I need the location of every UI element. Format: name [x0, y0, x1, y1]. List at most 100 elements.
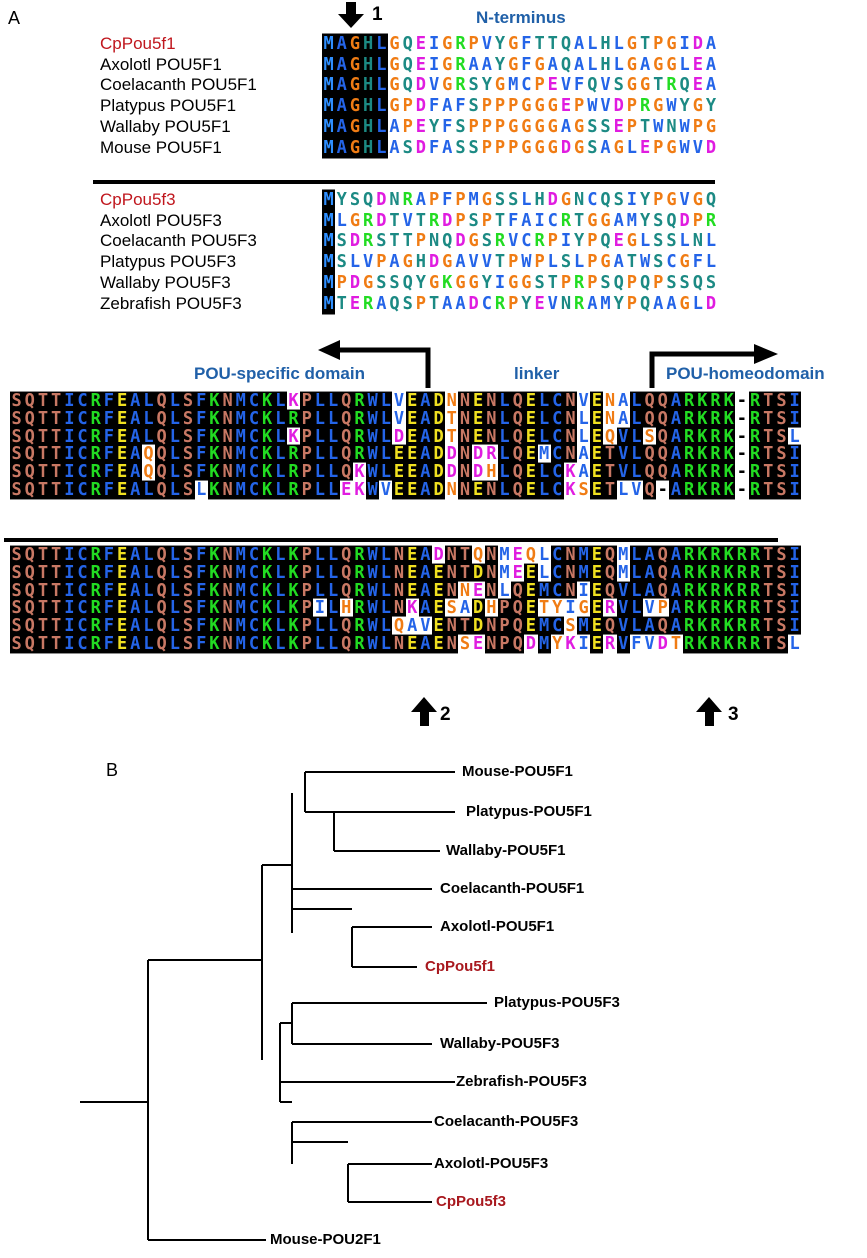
residue: R	[89, 615, 103, 637]
residue: A	[669, 443, 683, 465]
residue: K	[260, 633, 274, 655]
residue: A	[560, 116, 572, 138]
residue: R	[735, 597, 749, 619]
residue: Q	[339, 390, 353, 412]
residue: C	[481, 293, 492, 314]
tree-leaf-label: Platypus-POU5F1	[466, 803, 592, 820]
residue: S	[774, 443, 789, 465]
residue: Q	[389, 293, 400, 314]
residue: S	[774, 461, 789, 483]
residue: F	[442, 116, 453, 138]
residue: K	[260, 390, 274, 412]
residue: R	[89, 479, 103, 501]
residue: L	[194, 479, 208, 501]
residue: K	[260, 597, 274, 619]
residue: Q	[643, 408, 657, 430]
residue: M	[322, 137, 336, 158]
residue: S	[613, 74, 624, 96]
arrow-1-number: 1	[372, 4, 383, 25]
residue: Q	[705, 189, 717, 211]
residue: R	[748, 633, 762, 655]
pou-homeodomain-arrow-line	[649, 351, 754, 388]
residue: M	[234, 580, 248, 602]
residue: A	[643, 615, 657, 637]
residue: E	[415, 33, 427, 55]
tree-leaf-label: Axolotl-POU5F1	[440, 918, 555, 935]
residue: F	[102, 443, 116, 465]
residue: R	[748, 544, 762, 566]
residue: A	[669, 597, 683, 619]
residue: S	[10, 597, 24, 619]
residue: P	[300, 408, 314, 430]
residue: L	[336, 210, 347, 232]
residue: Q	[656, 390, 670, 412]
residue: A	[577, 443, 591, 465]
residue: G	[508, 116, 519, 138]
residue: L	[141, 390, 156, 412]
residue: S	[534, 272, 545, 294]
residue: I	[563, 597, 578, 619]
residue: C	[550, 426, 564, 448]
residue: M	[234, 562, 248, 584]
residue: G	[389, 54, 400, 76]
residue: Q	[339, 408, 353, 430]
residue: F	[455, 95, 466, 117]
residue: H	[484, 461, 498, 483]
residue: L	[141, 615, 156, 637]
residue: G	[626, 33, 638, 55]
residue: L	[379, 408, 393, 430]
residue: W	[366, 633, 380, 655]
species-label: Wallaby POU5F3	[100, 272, 231, 292]
residue: R	[748, 615, 762, 637]
residue: Q	[692, 272, 703, 294]
residue: E	[432, 615, 446, 637]
residue: R	[603, 633, 617, 655]
residue: D	[432, 544, 446, 566]
residue: F	[194, 408, 208, 430]
residue: Y	[574, 230, 585, 252]
residue: N	[221, 633, 235, 655]
residue: F	[102, 426, 116, 448]
residue: R	[682, 461, 696, 483]
residue: A	[418, 580, 432, 602]
residue: I	[788, 615, 802, 637]
residue: C	[75, 544, 90, 566]
residue: A	[335, 33, 349, 55]
residue: H	[600, 33, 611, 55]
residue: L	[168, 461, 182, 483]
residue: Q	[511, 597, 525, 619]
residue: T	[36, 615, 50, 637]
residue: L	[379, 580, 393, 602]
residue: T	[761, 633, 775, 655]
residue: M	[577, 615, 591, 637]
residue: N	[221, 562, 235, 584]
residue: C	[75, 390, 90, 412]
residue: L	[168, 597, 182, 619]
residue: L	[273, 390, 287, 412]
residue: L	[141, 633, 156, 655]
residue: S	[181, 544, 195, 566]
residue: Q	[402, 54, 413, 76]
residue: R	[708, 408, 723, 430]
residue: A	[128, 544, 142, 566]
species-label: Coelacanth POU5F1	[100, 75, 257, 95]
residue: I	[560, 230, 572, 252]
residue: D	[415, 74, 427, 96]
residue: Y	[494, 54, 506, 76]
residue: V	[643, 633, 657, 655]
residue: R	[455, 54, 466, 76]
residue: S	[577, 479, 591, 501]
residue: P	[300, 461, 314, 483]
residue: Q	[639, 272, 651, 294]
residue: V	[692, 137, 703, 158]
residue: N	[563, 390, 578, 412]
residue: S	[181, 597, 195, 619]
residue: Q	[155, 461, 169, 483]
residue: L	[379, 390, 393, 412]
residue: V	[600, 95, 611, 117]
residue: P	[508, 251, 519, 273]
residue: G	[389, 33, 400, 55]
residue: A	[128, 597, 142, 619]
residue: L	[313, 544, 327, 566]
